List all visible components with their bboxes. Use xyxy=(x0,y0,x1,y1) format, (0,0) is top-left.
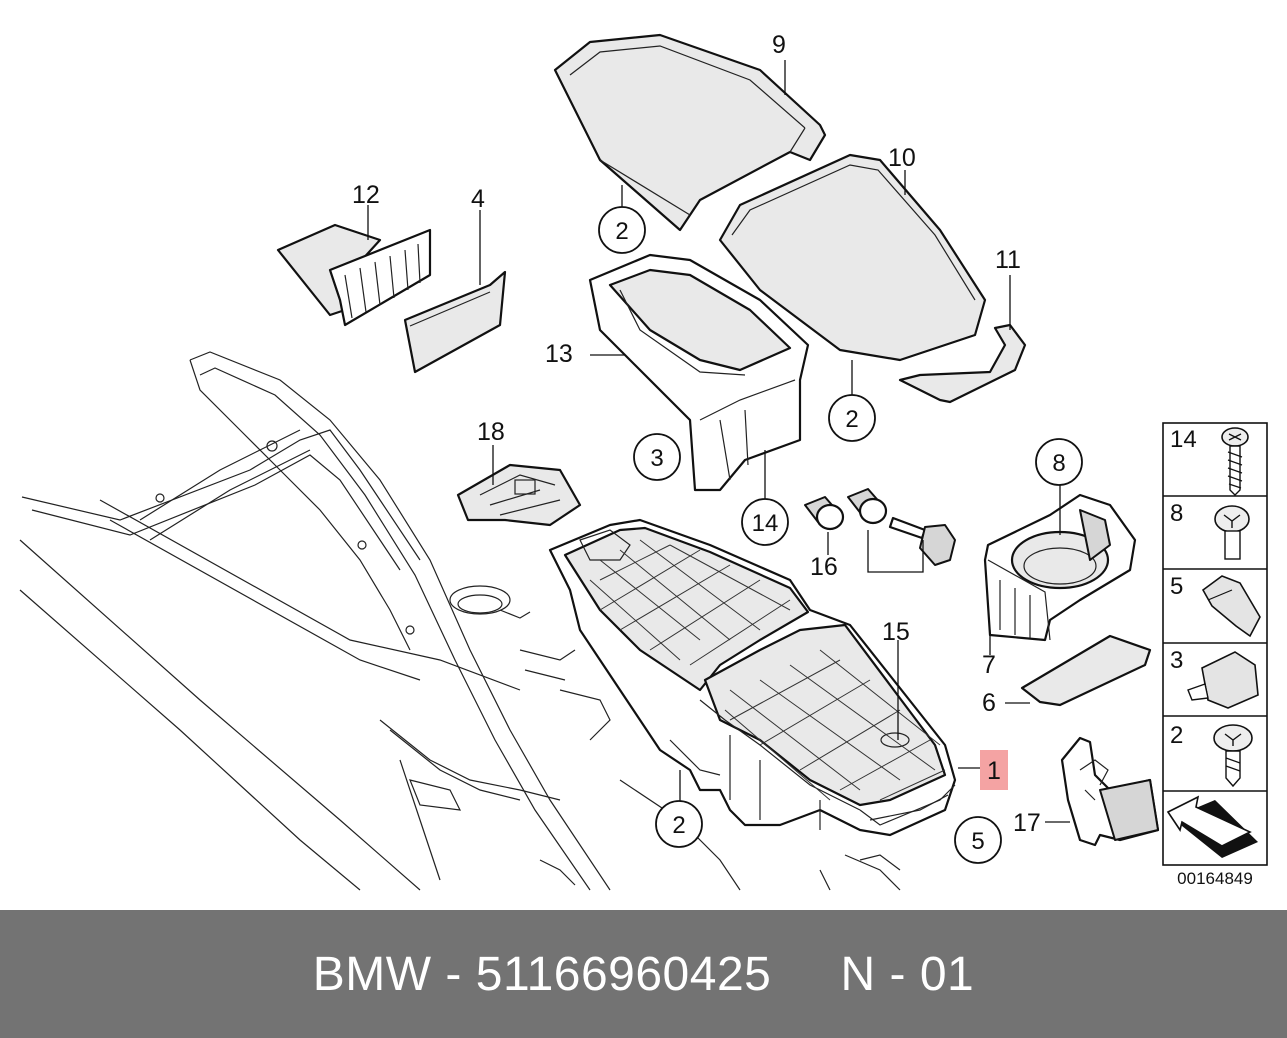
callout-5-label: 5 xyxy=(971,828,984,855)
callout-1: 1 xyxy=(987,757,1001,785)
part-15-lock-set xyxy=(847,488,956,573)
cross-screw-icon xyxy=(1214,505,1250,560)
legend-num: 14 xyxy=(1170,426,1197,453)
part-16-lock-cylinder xyxy=(804,496,845,531)
leader-lines xyxy=(367,60,1070,823)
legend-row-3: 3 xyxy=(1170,647,1259,709)
callout-11: 11 xyxy=(995,246,1021,274)
callout-14-label: 14 xyxy=(752,510,779,537)
part-17-switch xyxy=(1060,736,1160,847)
callout-3: 3 xyxy=(633,433,681,481)
legend-num: 5 xyxy=(1170,573,1183,600)
plug-icon xyxy=(1187,651,1259,709)
reference-number: 00164849 xyxy=(1177,869,1253,888)
callout-17: 17 xyxy=(1013,809,1041,837)
callout-18: 18 xyxy=(477,418,505,446)
callout-6: 6 xyxy=(982,689,996,717)
footer-text: BMW - 51166960425 N - 01 xyxy=(312,947,975,1001)
clip-icon xyxy=(1201,575,1261,638)
legend-row-2: 2 xyxy=(1170,722,1253,788)
callout-2-top-label: 2 xyxy=(615,218,628,245)
callout-2-bottom: 2 xyxy=(655,800,703,848)
callout-7: 7 xyxy=(982,651,996,679)
legend-row-5: 5 xyxy=(1170,573,1261,638)
parts-diagram: 9 10 11 12 4 13 18 16 15 7 6 1 17 2 2 2 … xyxy=(19,31,1268,891)
fastener-legend: 14 8 5 3 xyxy=(1162,422,1268,888)
legend-row-8: 8 xyxy=(1170,500,1250,560)
legend-row-14: 14 xyxy=(1170,426,1249,496)
callout-12: 12 xyxy=(352,181,380,209)
part-9-armrest-lid xyxy=(553,33,827,232)
callout-13: 13 xyxy=(545,340,573,368)
legend-num: 2 xyxy=(1170,722,1183,749)
part-1-highlight xyxy=(980,750,1008,790)
callout-2-top: 2 xyxy=(598,206,646,254)
callout-8: 8 xyxy=(1035,438,1083,486)
callout-2-mid-label: 2 xyxy=(845,406,858,433)
callout-2-bottom-label: 2 xyxy=(672,812,685,839)
callout-4: 4 xyxy=(471,185,485,213)
legend-num: 3 xyxy=(1170,647,1183,674)
part-12-cover xyxy=(276,223,432,327)
callout-10: 10 xyxy=(888,144,916,172)
part-10-armrest-pad xyxy=(718,153,987,362)
callout-16: 16 xyxy=(810,553,838,581)
callout-15: 15 xyxy=(882,618,910,646)
callout-2-mid: 2 xyxy=(828,394,876,442)
part-7-cup-holder xyxy=(983,493,1137,642)
part-1-center-console xyxy=(548,518,957,837)
legend-num: 8 xyxy=(1170,500,1183,527)
part-4-panel xyxy=(403,270,507,374)
callout-3-label: 3 xyxy=(650,445,663,472)
callouts: 9 10 11 12 4 13 18 16 15 7 6 1 17 2 2 2 … xyxy=(352,31,1083,864)
part-13-storage-bin xyxy=(588,253,810,492)
callout-8-label: 8 xyxy=(1052,450,1065,477)
arrow-icon xyxy=(1166,795,1258,858)
center-console-frame xyxy=(19,351,901,891)
screw-icon xyxy=(1221,427,1249,496)
flange-screw-icon xyxy=(1213,724,1253,788)
footer-banner: BMW - 51166960425 N - 01 xyxy=(0,910,1287,1038)
callout-14: 14 xyxy=(741,498,789,546)
part-6-mat xyxy=(1020,634,1152,707)
callout-5: 5 xyxy=(954,816,1002,864)
callout-9: 9 xyxy=(772,31,786,59)
part-18-latch xyxy=(456,463,582,527)
